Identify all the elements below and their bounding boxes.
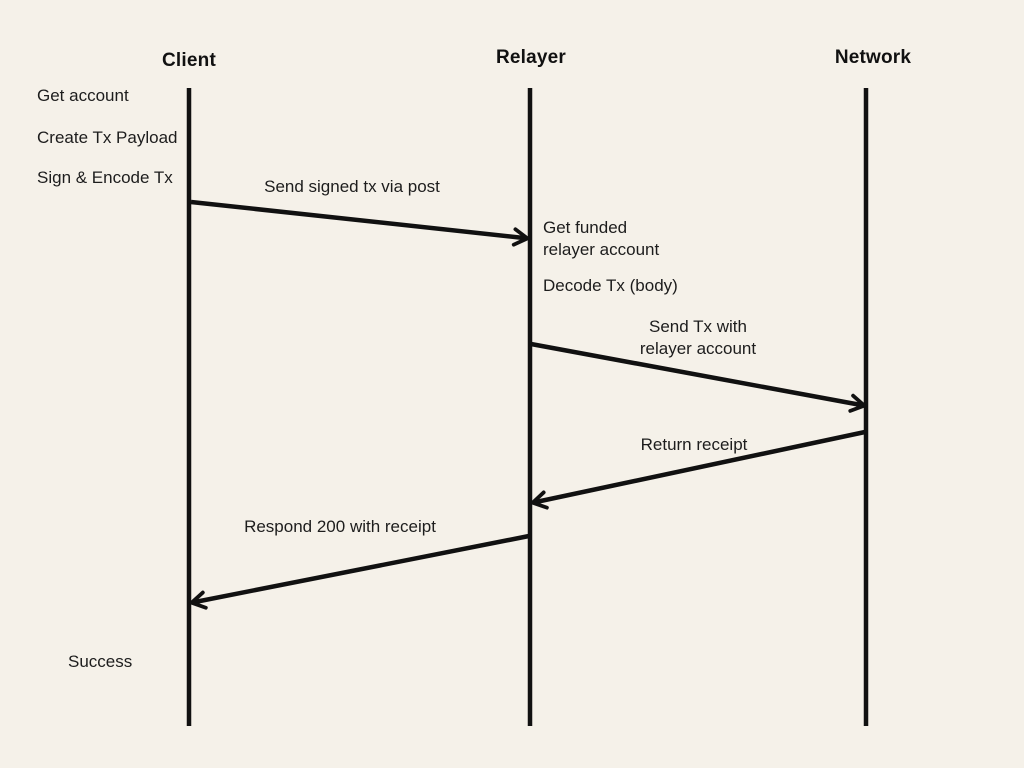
actor-title-relayer: Relayer bbox=[495, 47, 567, 68]
message-label-respond-200: Respond 200 with receipt bbox=[244, 517, 436, 536]
status-success: Success bbox=[68, 652, 133, 671]
message-label-send-tx-relayer-account: Send Tx with relayer account bbox=[639, 317, 757, 358]
client-step-create-tx-payload: Create Tx Payload bbox=[37, 128, 178, 147]
arrow-send-tx-relayer-account bbox=[530, 341, 867, 413]
actor-title-network: Network bbox=[834, 47, 912, 68]
client-step-get-account: Get account bbox=[37, 86, 129, 105]
arrow-respond-200 bbox=[189, 533, 530, 610]
relayer-step-get-funded-account: Get funded relayer account bbox=[543, 218, 660, 259]
arrow-send-signed-tx bbox=[190, 199, 530, 247]
actor-title-client: Client bbox=[162, 50, 216, 71]
message-label-return-receipt: Return receipt bbox=[640, 435, 748, 454]
message-label-send-signed-tx: Send signed tx via post bbox=[264, 177, 440, 196]
relayer-step-decode-tx: Decode Tx (body) bbox=[543, 276, 678, 295]
client-step-sign-encode-tx: Sign & Encode Tx bbox=[37, 168, 173, 187]
arrow-return-receipt bbox=[530, 429, 866, 510]
